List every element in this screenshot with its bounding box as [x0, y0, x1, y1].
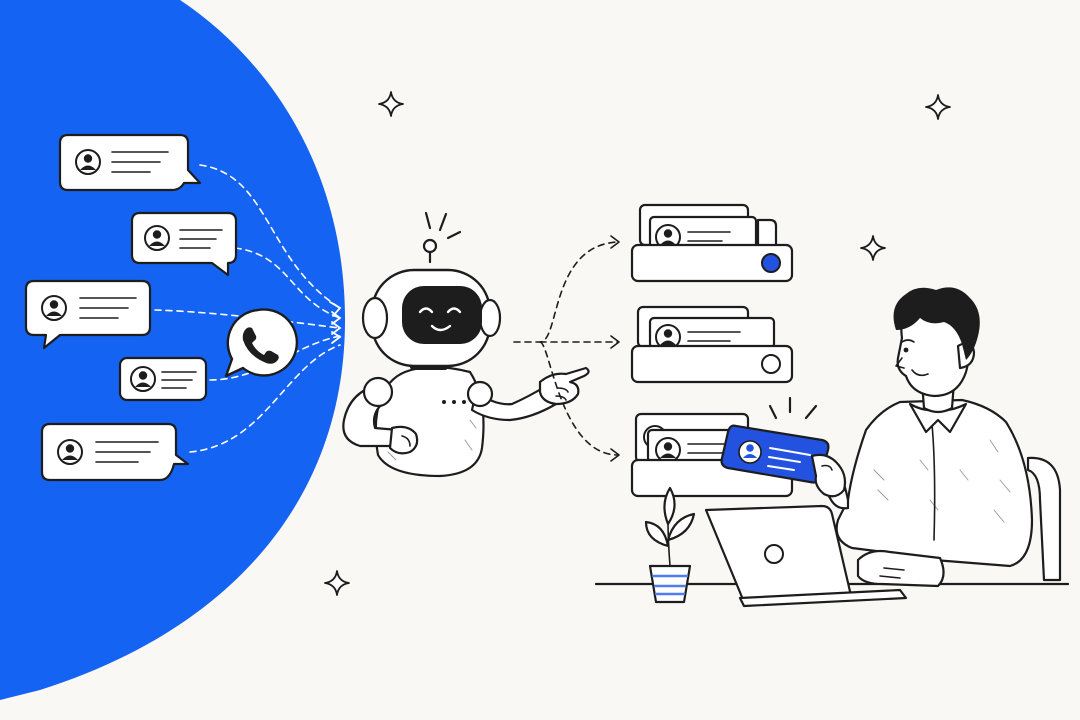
sparkle-icon — [860, 235, 886, 261]
chat-bubble-icon — [40, 422, 190, 482]
user-avatar-icon — [57, 439, 83, 465]
server-tray-icon — [630, 203, 794, 283]
robot-icon — [342, 211, 590, 478]
user-avatar-icon — [655, 437, 681, 463]
user-avatar-icon — [144, 225, 170, 251]
laptop-icon — [704, 504, 908, 608]
sparkle-icon — [925, 94, 951, 120]
chat-bubble-icon — [24, 279, 152, 350]
user-avatar-icon — [130, 366, 156, 392]
plant-icon — [644, 486, 696, 604]
whatsapp-icon — [224, 308, 299, 378]
user-avatar-icon — [75, 149, 101, 175]
chair-back — [1026, 456, 1062, 582]
server-tray-icon — [630, 305, 794, 384]
user-avatar-icon — [41, 295, 67, 321]
chat-bubble-icon — [130, 211, 238, 277]
chat-bubble-icon — [118, 356, 208, 402]
sparkle-icon — [378, 91, 404, 117]
routing-paths — [513, 241, 619, 456]
person — [816, 287, 1034, 588]
contact-card-icon — [720, 396, 847, 498]
sparkle-icon — [324, 570, 350, 596]
chat-bubble-icon — [58, 133, 202, 192]
